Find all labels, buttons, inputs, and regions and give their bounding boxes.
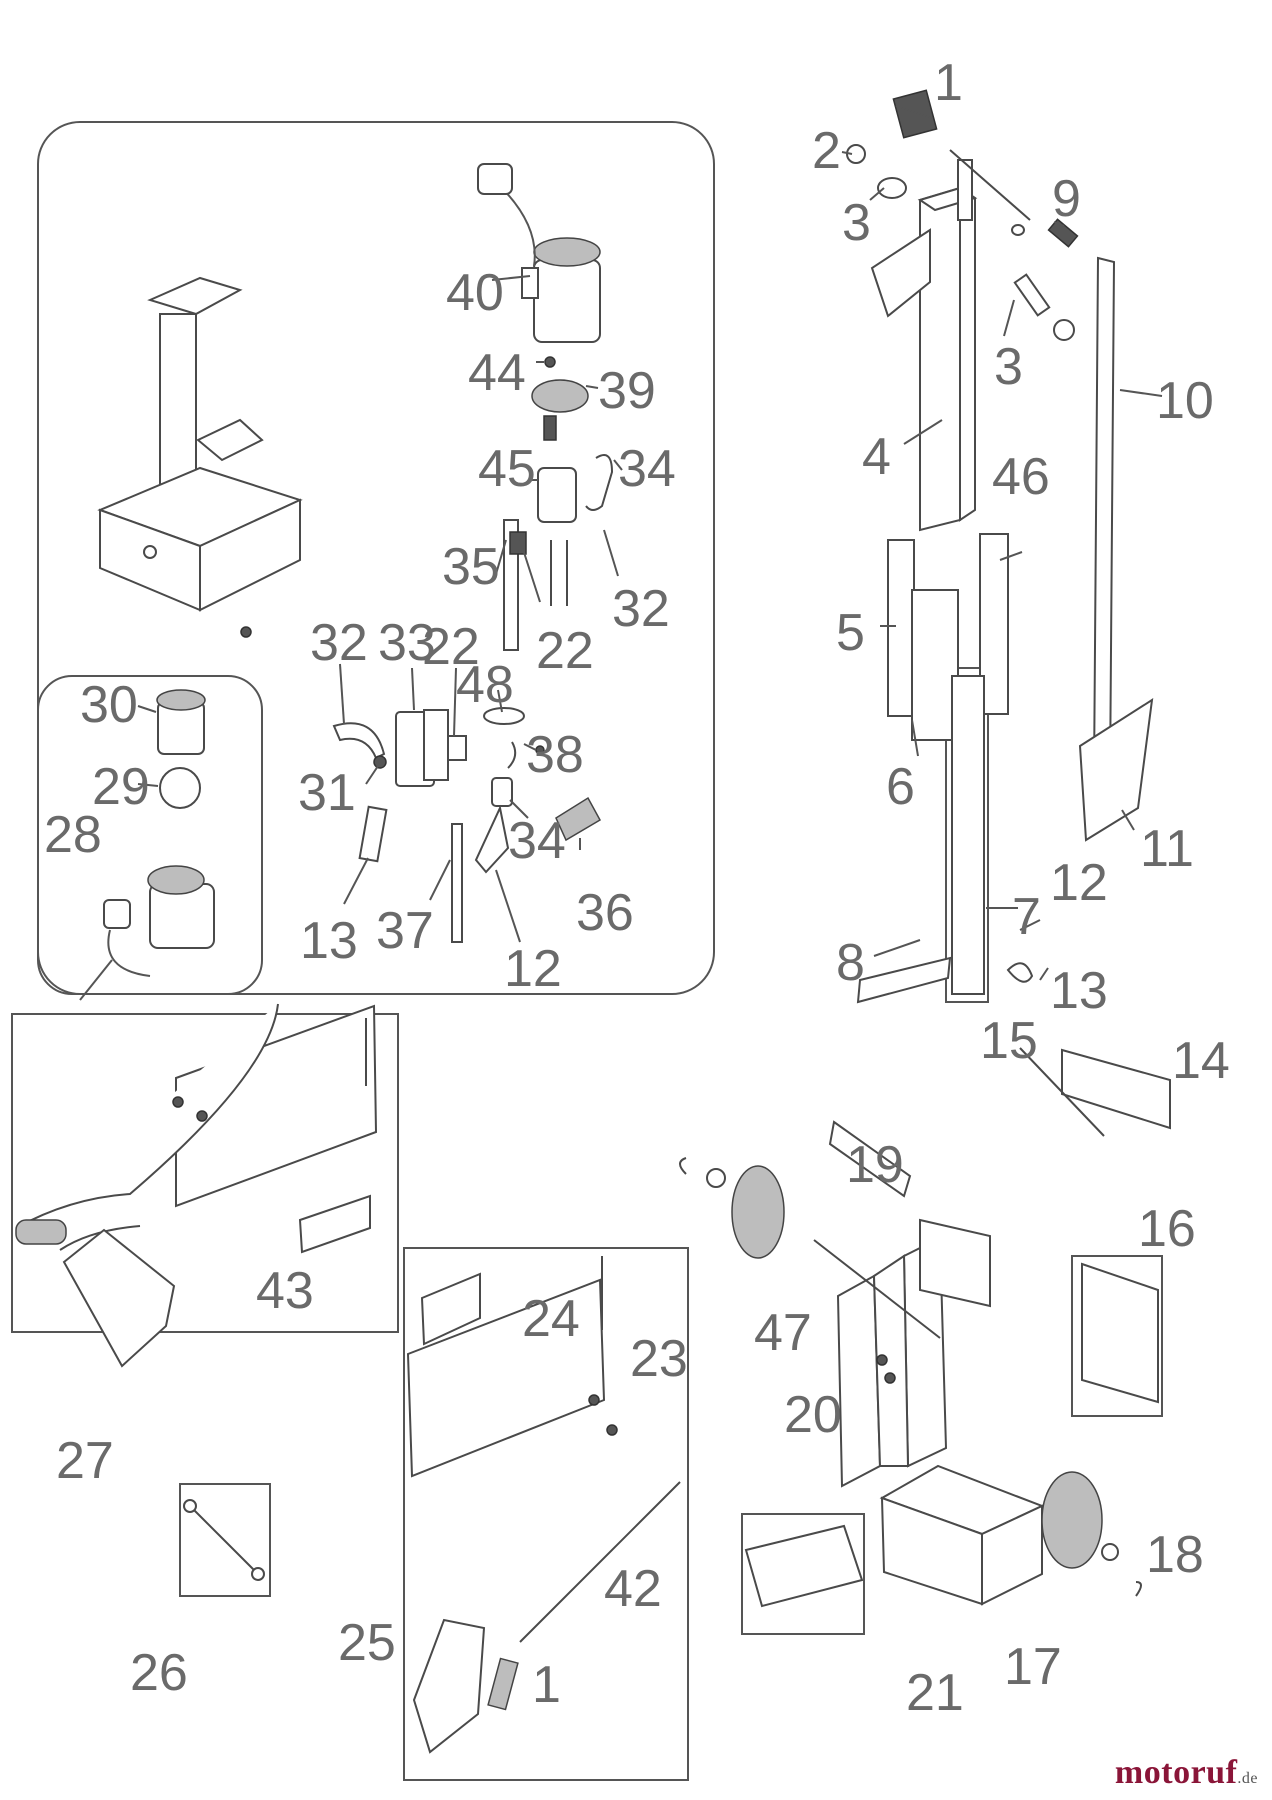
- callout-4: 4: [862, 428, 891, 486]
- callout-22b: 22: [422, 618, 480, 676]
- callout-23: 23: [630, 1330, 688, 1388]
- callout-16: 16: [1138, 1200, 1196, 1258]
- callout-37: 37: [376, 902, 434, 960]
- callout-30: 30: [80, 676, 138, 734]
- callout-32b: 32: [310, 614, 368, 672]
- callout-20: 20: [784, 1386, 842, 1444]
- base-assembly: [679, 1047, 1171, 1608]
- callout-48: 48: [456, 656, 514, 714]
- callout-18: 18: [1146, 1526, 1204, 1584]
- callout-39: 39: [598, 362, 656, 420]
- leader-lines: [79, 105, 1163, 1001]
- callout-1b: 1: [532, 1656, 561, 1714]
- brand-tld: .de: [1237, 1770, 1258, 1787]
- callout-7: 7: [1012, 888, 1041, 946]
- callout-45: 45: [478, 440, 536, 498]
- callout-44: 44: [468, 344, 526, 402]
- callout-47: 47: [754, 1304, 812, 1362]
- handle-left-frame: [11, 1013, 399, 1333]
- callout-8: 8: [836, 934, 865, 992]
- callout-15: 15: [980, 1012, 1038, 1070]
- callout-11: 11: [1140, 820, 1194, 878]
- callout-43: 43: [256, 1262, 314, 1320]
- callout-9: 9: [1052, 170, 1081, 228]
- handle-right-frame: [403, 1247, 689, 1781]
- spring-26-frame: [179, 1483, 271, 1597]
- callouts: 1 2 3 9 3 10 4 46 5 6 7 12 11 8 13 40 44…: [44, 54, 1230, 1722]
- callout-35: 35: [442, 538, 500, 596]
- callout-38: 38: [526, 726, 584, 784]
- callout-32a: 32: [612, 580, 670, 638]
- callout-22a: 22: [536, 622, 594, 680]
- callout-17: 17: [1004, 1638, 1062, 1696]
- callout-28: 28: [44, 806, 102, 864]
- callout-25: 25: [338, 1614, 396, 1672]
- callout-3b: 3: [994, 338, 1023, 396]
- callout-24: 24: [522, 1290, 580, 1348]
- callout-46: 46: [992, 448, 1050, 506]
- handle-right-assembly: [406, 1256, 681, 1754]
- column-assembly: [846, 89, 1154, 1004]
- callout-19: 19: [846, 1136, 904, 1194]
- callout-2: 2: [812, 122, 841, 180]
- callout-33: 33: [378, 614, 436, 672]
- handle-left-assembly: [15, 1003, 378, 1368]
- cover-16-frame: [1071, 1255, 1163, 1417]
- motor-assembly-frame: [37, 121, 715, 995]
- callout-12a: 12: [1050, 854, 1108, 912]
- callout-34a: 34: [618, 440, 676, 498]
- alt-motor-frame: [37, 675, 263, 995]
- plate-21-frame: [741, 1513, 865, 1635]
- callout-36: 36: [576, 884, 634, 942]
- callout-14: 14: [1172, 1032, 1230, 1090]
- callout-31: 31: [298, 764, 356, 822]
- callout-34b: 34: [508, 812, 566, 870]
- rail-7-frame: [945, 667, 989, 1003]
- callout-42: 42: [604, 1560, 662, 1618]
- callout-5: 5: [836, 604, 865, 662]
- callout-40: 40: [446, 264, 504, 322]
- spring-26: [183, 1499, 265, 1581]
- callout-13a: 13: [1050, 962, 1108, 1020]
- brand-name: motoruf: [1114, 1754, 1238, 1791]
- callout-1: 1: [934, 54, 963, 112]
- callout-26: 26: [130, 1644, 188, 1702]
- callout-12b: 12: [504, 940, 562, 998]
- callout-6: 6: [886, 758, 915, 816]
- callout-3a: 3: [842, 194, 871, 252]
- callout-27: 27: [56, 1432, 114, 1490]
- callout-10: 10: [1156, 372, 1214, 430]
- callout-21: 21: [906, 1664, 964, 1722]
- brand-logo: motoruf.de: [1115, 1754, 1258, 1792]
- callout-29: 29: [92, 758, 150, 816]
- motor-assembly: [97, 163, 614, 977]
- callout-13b: 13: [300, 912, 358, 970]
